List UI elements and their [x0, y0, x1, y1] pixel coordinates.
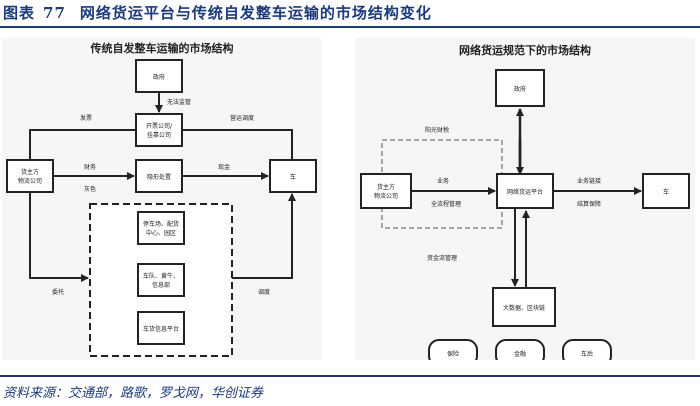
edge-broker-vehicle	[182, 129, 293, 160]
node-hidden-disposal: 隐形处置	[135, 159, 183, 193]
node-shipper: 货主方 物流公司	[6, 159, 54, 193]
node-fleet: 车队、黄牛、 信息部	[137, 263, 185, 297]
svg-text:挂靠公司: 挂靠公司	[147, 131, 171, 139]
label-finance: 财务	[84, 163, 96, 171]
node-insurance: 保险	[428, 339, 478, 360]
edge-intermediaries-vehicle	[232, 193, 296, 279]
figure-title-text: 网络货运平台与传统自发整车运输的市场结构变化	[79, 4, 432, 22]
node-cargo-platform: 车货信息平台	[137, 311, 185, 345]
edge-broker-shipper	[29, 129, 136, 160]
top-rule	[0, 26, 700, 28]
label-dispatch: 调度	[258, 288, 270, 296]
svg-text:政府: 政府	[514, 85, 526, 93]
svg-text:中心、园区: 中心、园区	[146, 229, 176, 237]
svg-text:信息部: 信息部	[152, 281, 170, 289]
svg-text:物流公司: 物流公司	[18, 177, 42, 185]
svg-text:保险: 保险	[447, 350, 459, 358]
node-government: 政府	[135, 59, 183, 93]
svg-text:大数据、区块链: 大数据、区块链	[503, 304, 545, 312]
node-aftermarket: 车后	[562, 339, 612, 360]
label-operation-schedule: 营运调度	[230, 114, 254, 122]
label-performance-guarantee: 结算保障	[577, 200, 601, 208]
label-no-supervision: 无法监管	[167, 98, 191, 106]
node-vehicle: 车	[642, 173, 690, 209]
svg-text:金融: 金融	[514, 350, 526, 358]
left-diagram-title: 传统自发整车运输的市场结构	[90, 41, 234, 55]
node-vehicle: 车	[269, 159, 317, 193]
node-facility: 停车场、配货 中心、园区	[137, 211, 185, 245]
left-diagram-panel: 传统自发整车运输的市场结构 政府 无法监管 开票公司/ 挂靠公司 发票 营运调度…	[2, 38, 322, 360]
svg-text:网络货运平台: 网络货运平台	[507, 188, 543, 196]
svg-text:开票公司/: 开票公司/	[146, 123, 173, 130]
svg-text:货主方: 货主方	[377, 183, 395, 191]
svg-text:货主方: 货主方	[21, 168, 39, 176]
label-business: 业务	[437, 177, 449, 185]
label-invoice: 发票	[80, 114, 92, 122]
figure-title: 图表 77 网络货运平台与传统自发整车运输的市场结构变化	[3, 2, 432, 23]
label-full-process: 全流程管理	[431, 200, 461, 208]
svg-text:车队、黄牛、: 车队、黄牛、	[143, 272, 179, 280]
node-government: 政府	[495, 69, 545, 107]
figure-number: 77	[43, 4, 66, 22]
source-note: 资料来源：交通部，路歌，罗戈网，华创证券	[3, 386, 264, 401]
node-broker: 开票公司/ 挂靠公司	[135, 113, 183, 147]
label-cash: 现金	[218, 163, 230, 171]
svg-text:政府: 政府	[153, 73, 165, 81]
node-bigdata-blockchain: 大数据、区块链	[492, 287, 556, 327]
bottom-rule	[0, 375, 700, 377]
right-diagram-title: 网络货运规范下的市场结构	[459, 43, 591, 57]
label-fund-flow: 资金流管理	[427, 254, 457, 262]
svg-text:车: 车	[663, 188, 669, 196]
svg-text:车后: 车后	[581, 350, 593, 358]
svg-text:隐形处置: 隐形处置	[147, 173, 171, 181]
svg-text:停车场、配货: 停车场、配货	[143, 220, 179, 228]
edge-shipper-intermediaries	[29, 192, 89, 282]
svg-text:车: 车	[290, 173, 296, 181]
label-business-link: 业务链接	[577, 177, 601, 185]
label-grey: 灰色	[84, 185, 96, 193]
figure-label: 图表	[3, 4, 36, 22]
label-sunshine-finance: 阳光财税	[425, 126, 449, 134]
node-finance: 金融	[495, 339, 545, 360]
right-diagram-panel: 网络货运规范下的市场结构 政府 阳光财税 货主方 物流公司 业务 全流程管理 网…	[355, 38, 695, 360]
node-shipper: 货主方 物流公司	[360, 173, 412, 209]
svg-text:物流公司: 物流公司	[374, 192, 398, 200]
svg-text:车货信息平台: 车货信息平台	[143, 325, 179, 333]
node-network-platform: 网络货运平台	[496, 173, 554, 209]
label-entrust: 委托	[52, 288, 64, 296]
